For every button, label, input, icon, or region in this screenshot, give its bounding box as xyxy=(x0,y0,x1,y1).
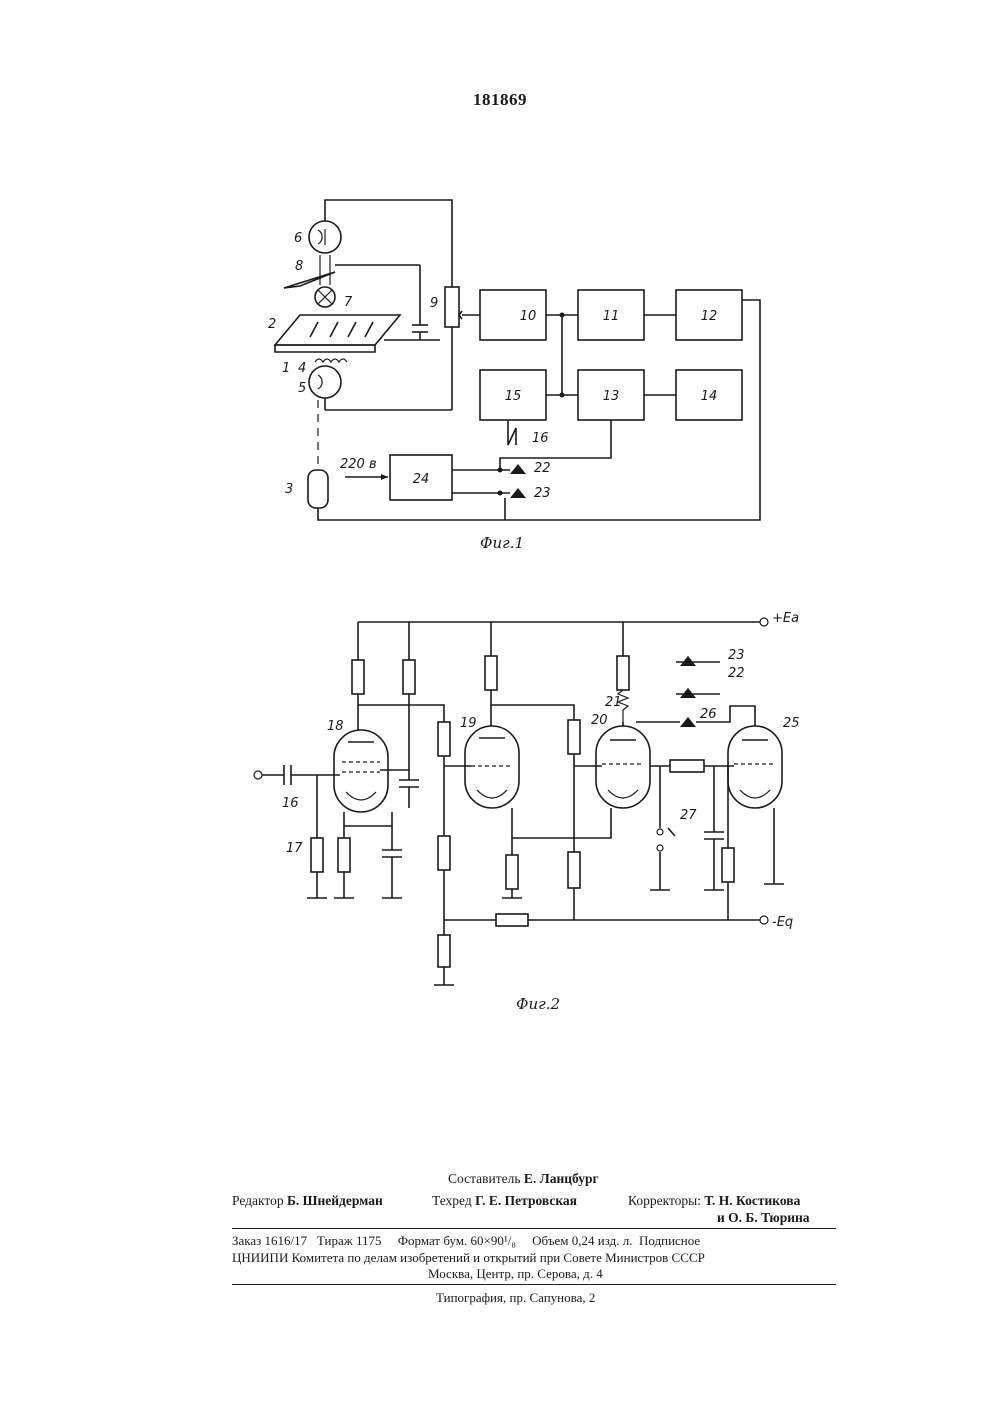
compiler-line: Составитель Е. Ланцбург xyxy=(448,1171,599,1187)
label-25: 25 xyxy=(783,716,800,731)
label-22: 22 xyxy=(534,461,551,476)
figure-1: 10 11 12 15 13 14 24 6 8 7 2 9 1 4 5 3 1… xyxy=(268,200,760,552)
printer-line: Типография, пр. Сапунова, 2 xyxy=(436,1290,595,1306)
corrector-2: и О. Б. Тюрина xyxy=(717,1210,810,1226)
block-13-label: 13 xyxy=(603,389,620,404)
label-6: 6 xyxy=(294,231,302,246)
compiler-name: Е. Ланцбург xyxy=(524,1171,599,1186)
techred-name: Г. Е. Петровская xyxy=(475,1193,577,1208)
block-14-label: 14 xyxy=(701,389,718,404)
label-16: 16 xyxy=(532,431,549,446)
divider-bottom xyxy=(232,1284,836,1285)
editor-label: Редактор xyxy=(232,1193,284,1208)
label-19: 19 xyxy=(460,716,477,731)
block-11-label: 11 xyxy=(603,309,620,324)
label-22: 22 xyxy=(728,666,745,681)
label-16: 16 xyxy=(282,796,299,811)
label-4: 4 xyxy=(298,361,306,376)
label-23: 23 xyxy=(534,486,551,501)
techred-line: Техред Г. Е. Петровская xyxy=(432,1193,577,1209)
label-27: 27 xyxy=(680,808,697,823)
block-24-label: 24 xyxy=(413,472,430,487)
editor-name: Б. Шнейдерман xyxy=(287,1193,383,1208)
shutter-8 xyxy=(284,272,335,288)
card-2 xyxy=(275,315,400,345)
contact-23 xyxy=(510,488,526,498)
block-10-label: 10 xyxy=(520,309,537,324)
label-20: 20 xyxy=(591,713,608,728)
label-1: 1 xyxy=(282,361,290,376)
figure-2: +Eа -Eq 18 19 20 21 25 26 27 23 22 16 17… xyxy=(254,611,800,1013)
correctors-label: Корректоры: xyxy=(628,1193,701,1208)
label-3: 3 xyxy=(285,482,293,497)
label-7: 7 xyxy=(344,295,353,310)
label-5: 5 xyxy=(298,381,306,396)
divider-top xyxy=(232,1228,836,1229)
label-9: 9 xyxy=(430,296,438,311)
tube-25 xyxy=(728,726,782,808)
correctors-line: Корректоры: Т. Н. Костикова xyxy=(628,1193,800,1209)
label-2: 2 xyxy=(268,317,276,332)
label-eg: -Eq xyxy=(772,915,793,930)
label-18: 18 xyxy=(327,719,344,734)
address-line: Москва, Центр, пр. Серова, д. 4 xyxy=(428,1266,603,1282)
block-12-label: 12 xyxy=(701,309,718,324)
fig1-caption: Фиг.1 xyxy=(480,534,524,552)
contact-22 xyxy=(510,464,526,474)
techred-label: Техред xyxy=(432,1193,472,1208)
label-8: 8 xyxy=(295,259,303,274)
order-line: Заказ 1616/17 Тираж 1175 Формат бум. 60×… xyxy=(232,1233,700,1249)
potentiometer xyxy=(445,287,459,327)
photocell-5-icon xyxy=(309,366,341,398)
label-220v: 220 в xyxy=(340,457,377,472)
label-ea: +Eа xyxy=(772,611,799,626)
label-17: 17 xyxy=(286,841,303,856)
motor-3 xyxy=(308,470,328,508)
label-23: 23 xyxy=(728,648,745,663)
label-26: 26 xyxy=(700,707,717,722)
fig2-caption: Фиг.2 xyxy=(516,995,560,1013)
tube-20 xyxy=(596,726,650,808)
compiler-label: Составитель xyxy=(448,1171,521,1186)
block-15-label: 15 xyxy=(505,389,522,404)
corrector-1: Т. Н. Костикова xyxy=(704,1193,800,1208)
org-line: ЦНИИПИ Комитета по делам изобретений и о… xyxy=(232,1250,705,1266)
label-21: 21 xyxy=(605,695,622,710)
editor-line: Редактор Б. Шнейдерман xyxy=(232,1193,383,1209)
